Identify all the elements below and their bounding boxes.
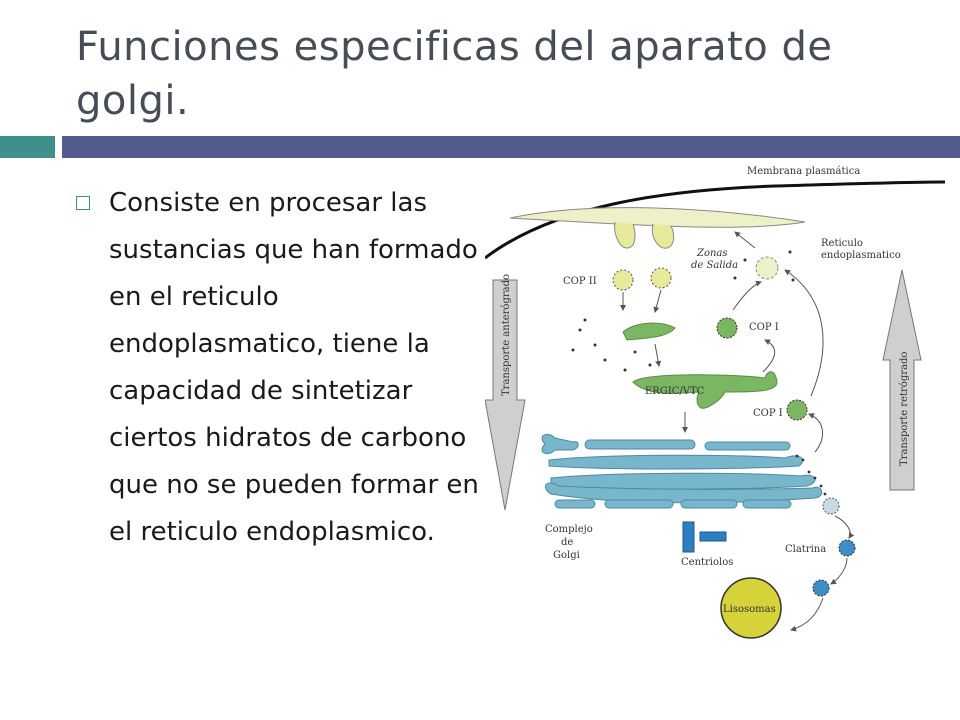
flow-arrow [734,231,756,249]
golgi-diagram: Membrana plasmática Zonas de Salida COP … [485,166,946,639]
label-retrogrado: Transporte retrógrado [899,352,910,466]
golgi-cisterna [604,499,674,509]
flow-arrow [654,343,662,367]
anterograde-arrow [485,279,526,511]
label-clatrina: Clatrina [785,544,826,555]
label-anterogrado: Transporte anterógrado [501,274,512,396]
label-membrana: Membrana plasmática [747,166,860,177]
plasma-membrane [485,180,946,260]
golgi-stack [541,433,823,509]
golgi-cisterna [554,499,596,509]
er-fragment [622,322,676,341]
label-complejo-2: de [561,537,573,548]
flow-arrow [762,339,776,373]
label-zonas-1: Zonas [696,248,728,259]
label-zonas-2: de Salida [691,260,738,271]
bullet-square-icon [76,196,90,210]
clathrin-vesicle [812,579,830,597]
label-complejo-1: Complejo [545,524,593,535]
cop2-vesicle [650,267,672,289]
vesicle-coat-fragments [571,250,795,372]
er-band [509,207,806,228]
clathrin-vesicle [822,497,840,515]
ergic-vtc [632,371,778,409]
exit-zone-bud [651,223,675,249]
flow-arrow [808,413,823,453]
bullet-text: Consiste en procesar las sustancias que … [109,188,479,547]
clathrin-vesicle [838,539,856,557]
flow-arrow [653,289,662,313]
centriole [699,531,727,542]
cop2-vesicle [612,269,634,291]
retrograde-arrow [882,269,922,491]
golgi-cisterna [584,439,696,450]
label-cop1-a: COP I [749,322,779,333]
golgi-cisterna [548,454,803,470]
flow-arrow [784,269,824,397]
flow-arrow [732,280,762,311]
label-ergic: ERGIC/VTC [645,386,705,397]
golgi-cisterna [680,499,738,509]
reticulo-vesicle [755,256,779,280]
label-centriolos: Centriolos [681,557,733,568]
slide-title: Funciones especificas del aparato de gol… [76,24,833,124]
trans-golgi-coat-marks [795,454,827,496]
flow-arrow [834,515,855,539]
exit-zone-bud [614,221,636,249]
flow-arrow [790,597,824,632]
label-reticulo-1: Reticulo [821,238,863,249]
label-cop1-b: COP I [753,408,783,419]
golgi-cisterna [742,499,792,509]
title-accent-bar-left [0,136,55,158]
golgi-cisterna [704,441,791,451]
lysosome [720,577,782,639]
flow-arrow [830,557,848,585]
golgi-cisterna [541,433,579,455]
centriole [682,521,695,553]
cop1-vesicle [786,399,808,421]
title-accent-bar-right [62,136,960,158]
label-cop2: COP II [563,276,597,287]
cop1-vesicle [716,317,738,339]
label-reticulo-2: endoplasmatico [821,250,901,261]
label-complejo-3: Golgi [553,550,580,561]
label-lisosomas: Lisosomas [723,604,776,615]
golgi-cisterna [550,472,816,490]
